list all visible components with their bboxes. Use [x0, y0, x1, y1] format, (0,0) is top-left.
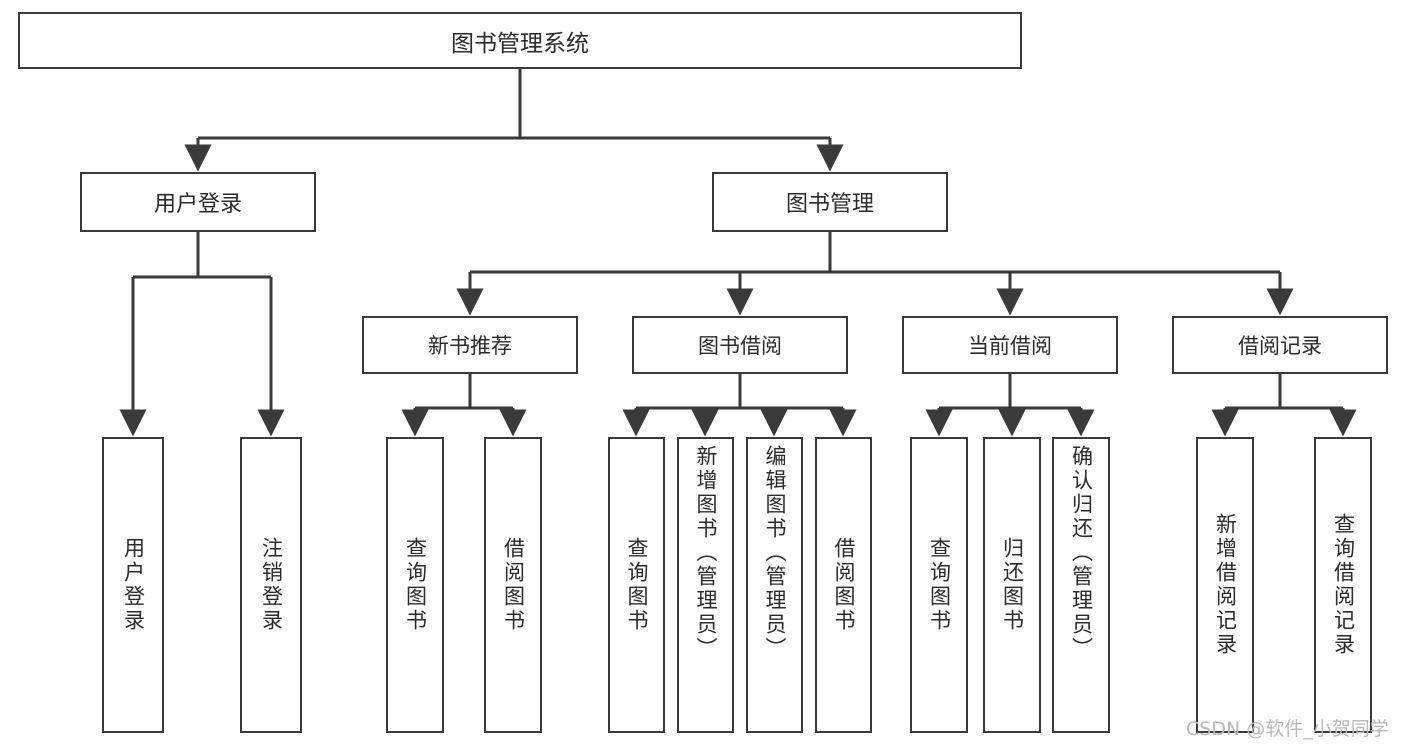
- node-leaf-add-borrow-record-label: 新增借阅记录: [1213, 513, 1238, 657]
- node-leaf-add-borrow-record[interactable]: 新增借阅记录: [1196, 437, 1254, 733]
- node-leaf-query-book-borrow[interactable]: 查询图书: [608, 437, 665, 733]
- node-leaf-query-borrow-record-label: 查询借阅记录: [1331, 513, 1356, 657]
- node-book-manage-label: 图书管理: [785, 192, 874, 217]
- node-leaf-edit-book-admin[interactable]: 编辑图书（管理员）: [746, 437, 803, 733]
- node-leaf-borrow-book-label: 借阅图书: [832, 537, 856, 633]
- node-book-borrow-label: 图书借阅: [698, 334, 782, 358]
- node-borrow-record-label: 借阅记录: [1238, 334, 1322, 358]
- node-leaf-query-book-recommend[interactable]: 查询图书: [386, 437, 444, 733]
- node-leaf-borrow-book-recommend[interactable]: 借阅图书: [484, 437, 542, 733]
- node-leaf-query-borrow-record[interactable]: 查询借阅记录: [1314, 437, 1372, 733]
- node-leaf-confirm-return-admin[interactable]: 确认归还（管理员）: [1052, 437, 1110, 733]
- node-leaf-return-book-label: 归还图书: [1000, 537, 1025, 633]
- node-book-borrow[interactable]: 图书借阅: [632, 316, 848, 374]
- node-leaf-borrow-book[interactable]: 借阅图书: [815, 437, 872, 733]
- node-book-manage[interactable]: 图书管理: [712, 172, 948, 232]
- node-root[interactable]: 图书管理系统: [18, 12, 1022, 69]
- node-leaf-query-book-current-label: 查询图书: [927, 537, 952, 633]
- csdn-watermark: CSDN @软件_小贺同学: [1186, 718, 1389, 740]
- node-borrow-record[interactable]: 借阅记录: [1172, 316, 1388, 374]
- node-root-label: 图书管理系统: [451, 30, 589, 57]
- node-leaf-user-login[interactable]: 用户登录: [102, 437, 164, 733]
- node-leaf-edit-book-admin-label: 编辑图书（管理员）: [763, 445, 787, 661]
- node-leaf-query-book-borrow-label: 查询图书: [625, 537, 649, 633]
- node-user-login-label: 用户登录: [153, 192, 242, 217]
- node-leaf-query-book-current[interactable]: 查询图书: [910, 437, 968, 733]
- node-current-borrow[interactable]: 当前借阅: [902, 316, 1118, 374]
- node-user-login[interactable]: 用户登录: [80, 172, 316, 232]
- node-leaf-logout-label: 注销登录: [259, 537, 284, 633]
- node-leaf-confirm-return-admin-label: 确认归还（管理员）: [1069, 445, 1094, 661]
- node-leaf-query-book-recommend-label: 查询图书: [403, 537, 428, 633]
- node-leaf-return-book[interactable]: 归还图书: [983, 437, 1041, 733]
- node-leaf-add-book-admin-label: 新增图书（管理员）: [694, 445, 718, 661]
- node-leaf-add-book-admin[interactable]: 新增图书（管理员）: [677, 437, 734, 733]
- node-leaf-borrow-book-recommend-label: 借阅图书: [501, 537, 526, 633]
- node-current-borrow-label: 当前借阅: [968, 334, 1052, 358]
- node-new-book-recommend-label: 新书推荐: [428, 334, 512, 358]
- node-leaf-user-login-label: 用户登录: [121, 537, 146, 633]
- node-leaf-logout[interactable]: 注销登录: [240, 437, 302, 733]
- node-new-book-recommend[interactable]: 新书推荐: [362, 316, 578, 374]
